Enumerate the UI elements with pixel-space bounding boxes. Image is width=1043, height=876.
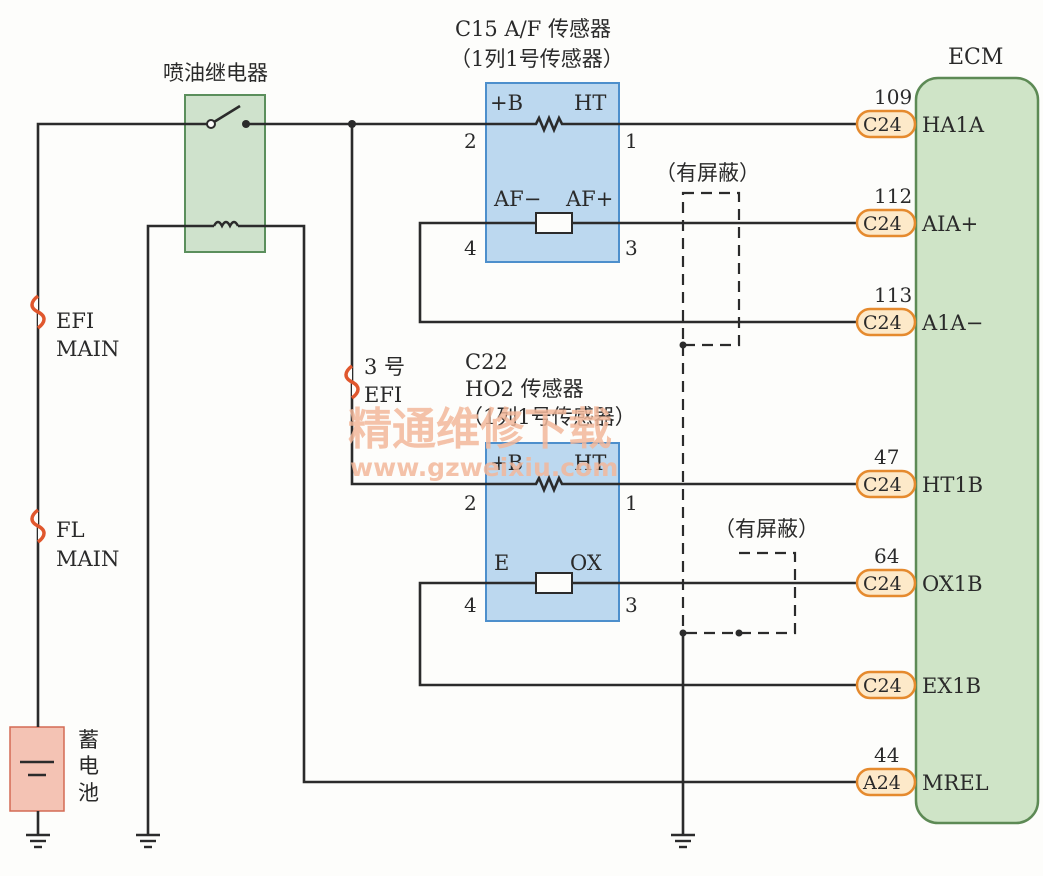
ecm-pin-name: MREL — [922, 771, 989, 795]
ground-symbol-battery — [26, 833, 50, 849]
ecm-connector-code: C24 — [863, 312, 902, 334]
fl-main-fuse — [30, 508, 46, 544]
ecm-pin-name: OX1B — [922, 572, 983, 596]
relay-coil-wire — [146, 224, 214, 835]
ecm-connector-code: C24 — [863, 213, 902, 235]
ground-symbol-shield — [671, 833, 695, 849]
efi3-branch-wire — [350, 124, 486, 486]
ho2-pin-4: 4 — [464, 593, 477, 617]
efi-main-fuse-label-2: MAIN — [56, 337, 119, 361]
ecm-connector-code: C24 — [863, 474, 902, 496]
ecm-pin-name: A1A− — [921, 311, 983, 335]
af-pin-1: 1 — [625, 129, 638, 153]
ecm-pin-list: C24109HA1AC24112AIA+C24113A1A−C2447HT1BC… — [855, 85, 989, 797]
ecm-pin-name: EX1B — [922, 674, 981, 698]
ho2-term-ht: HT — [574, 451, 606, 475]
af-term-ht: HT — [574, 91, 606, 115]
injector-relay-label: 喷油继电器 — [163, 61, 268, 85]
battery-label-3: 池 — [78, 781, 99, 805]
ecm-connector-pill — [855, 307, 917, 337]
ho2-sensor-code: C22 — [465, 350, 508, 374]
ho2-sensor-subtitle: （1列1号传感器） — [462, 405, 636, 429]
ecm-pin-number: 47 — [874, 445, 899, 469]
ecm-connector-pill — [855, 208, 917, 238]
ecm-pin-number: 44 — [874, 743, 899, 767]
af-term-afp: AF+ — [565, 187, 613, 211]
ecm-block — [914, 76, 1040, 825]
ecm-connector-code: C24 — [863, 114, 902, 136]
ecm-pin-number: 112 — [874, 184, 912, 208]
af-pin-2: 2 — [464, 129, 477, 153]
ho2-pin-1: 1 — [625, 491, 638, 515]
af-term-b: +B — [490, 91, 523, 115]
ecm-pin-number: 64 — [874, 544, 899, 568]
watermark-line-2: www.gzweixiu.com — [350, 453, 618, 482]
ecm-connector-pill — [855, 568, 917, 598]
efi3-fuse-label-1: 3 号 — [364, 355, 405, 379]
ecm-pin-number: 109 — [874, 85, 912, 109]
battery-label-1: 蓄 — [78, 728, 99, 752]
efi-main-fuse — [30, 294, 46, 330]
af-shield — [681, 191, 741, 347]
ho2-shield-label: （有屏蔽） — [714, 517, 819, 541]
battery-label-2: 电 — [78, 754, 99, 778]
ecm-connector-pill — [855, 767, 917, 797]
af-pin-4: 4 — [464, 236, 477, 260]
ho2-term-ox: OX — [570, 551, 602, 575]
ecm-connector-pill — [855, 109, 917, 139]
ecm-pin-name: HA1A — [922, 113, 985, 137]
ecm-connector-pill — [855, 670, 917, 700]
af-term-afm: AF− — [493, 187, 541, 211]
ecm-connector-code: A24 — [862, 772, 901, 794]
ho2-sensor-title: HO2 传感器 — [465, 377, 584, 401]
efi-main-fuse-label-1: EFI — [56, 309, 94, 333]
ecm-connector-code: C24 — [863, 573, 902, 595]
ho2-shield — [683, 551, 797, 635]
ecm-pin-row: C24 EX1B — [855, 670, 981, 700]
ecm-connector-code: C24 — [863, 675, 902, 697]
fl-main-fuse-label-1: FL — [56, 518, 85, 542]
ho2-term-b: +B — [490, 451, 523, 475]
ecm-connector-pill — [855, 469, 917, 499]
injector-relay-box — [184, 94, 266, 253]
af-sensor-title: C15 A/F 传感器 — [455, 17, 611, 41]
battery-box — [9, 726, 65, 812]
efi3-fuse — [344, 364, 360, 400]
fl-main-fuse-label-2: MAIN — [56, 547, 119, 571]
af-sensor-subtitle: （1列1号传感器） — [450, 47, 624, 71]
ho2-pin-2: 2 — [464, 491, 477, 515]
af-shield-label: （有屏蔽） — [655, 161, 760, 185]
ecm-pin-number: 113 — [874, 283, 912, 307]
efi3-fuse-label-2: EFI — [364, 383, 402, 407]
ecm-pin-name: HT1B — [922, 473, 983, 497]
ecm-title: ECM — [948, 45, 1003, 70]
ground-symbol-relay — [136, 833, 160, 849]
af-pin-3: 3 — [625, 236, 638, 260]
ecm-pin-name: AIA+ — [921, 212, 978, 236]
watermark-line-1: 精通维修下载 — [348, 404, 612, 455]
ho2-pin-3: 3 — [625, 593, 638, 617]
ho2-term-e: E — [494, 551, 509, 575]
